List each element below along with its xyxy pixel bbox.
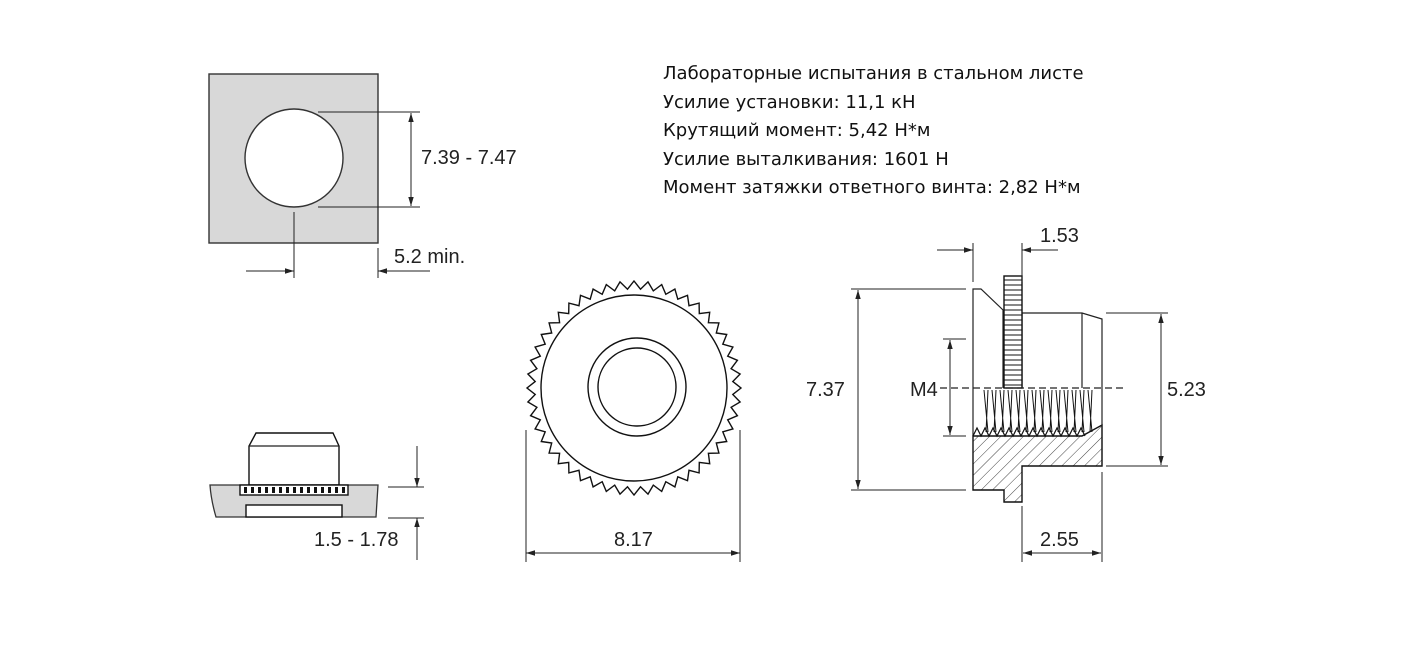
sheet-thickness-label: 1.5 - 1.78 — [314, 529, 399, 551]
shank-height-label: 1.53 — [1040, 225, 1079, 247]
body-circle — [587, 337, 687, 437]
hole-diameter-label: 7.39 - 7.47 — [421, 147, 517, 169]
front-view: 8.17 — [525, 279, 743, 562]
test-info-title: Лабораторные испытания в стальном листе — [663, 63, 1084, 84]
knurled-flange — [525, 279, 743, 497]
test-info-install-force: Усилие установки: 11,1 кН — [663, 91, 916, 113]
test-info-torque: Крутящий момент: 5,42 Н*м — [663, 120, 931, 141]
body-length-label: 2.55 — [1040, 529, 1079, 551]
hole-circle — [244, 108, 344, 208]
section-hatch — [972, 423, 1103, 503]
flange-diameter-label: 8.17 — [614, 529, 653, 551]
edge-distance-label: 5.2 min. — [394, 246, 465, 268]
test-info-mating-screw-torque: Момент затяжки ответного винта: 2,82 Н*м — [663, 177, 1081, 198]
hole-view: 7.39 - 7.47 5.2 min. — [208, 73, 517, 278]
section-view: 1.53 7.37 M4 5.23 2.55 — [806, 225, 1206, 562]
overall-diameter-label: 7.37 — [806, 379, 845, 401]
thread-circle — [597, 347, 677, 427]
thread-size-label: M4 — [910, 379, 938, 401]
flange-inner-circle — [540, 294, 728, 482]
installed-view: 1.5 - 1.78 — [209, 432, 424, 560]
body-diameter-label: 5.23 — [1167, 379, 1206, 401]
test-info-pushout-force: Усилие выталкивания: 1601 Н — [663, 148, 949, 170]
test-info-block: Лабораторные испытания в стальном листе … — [663, 60, 1084, 203]
